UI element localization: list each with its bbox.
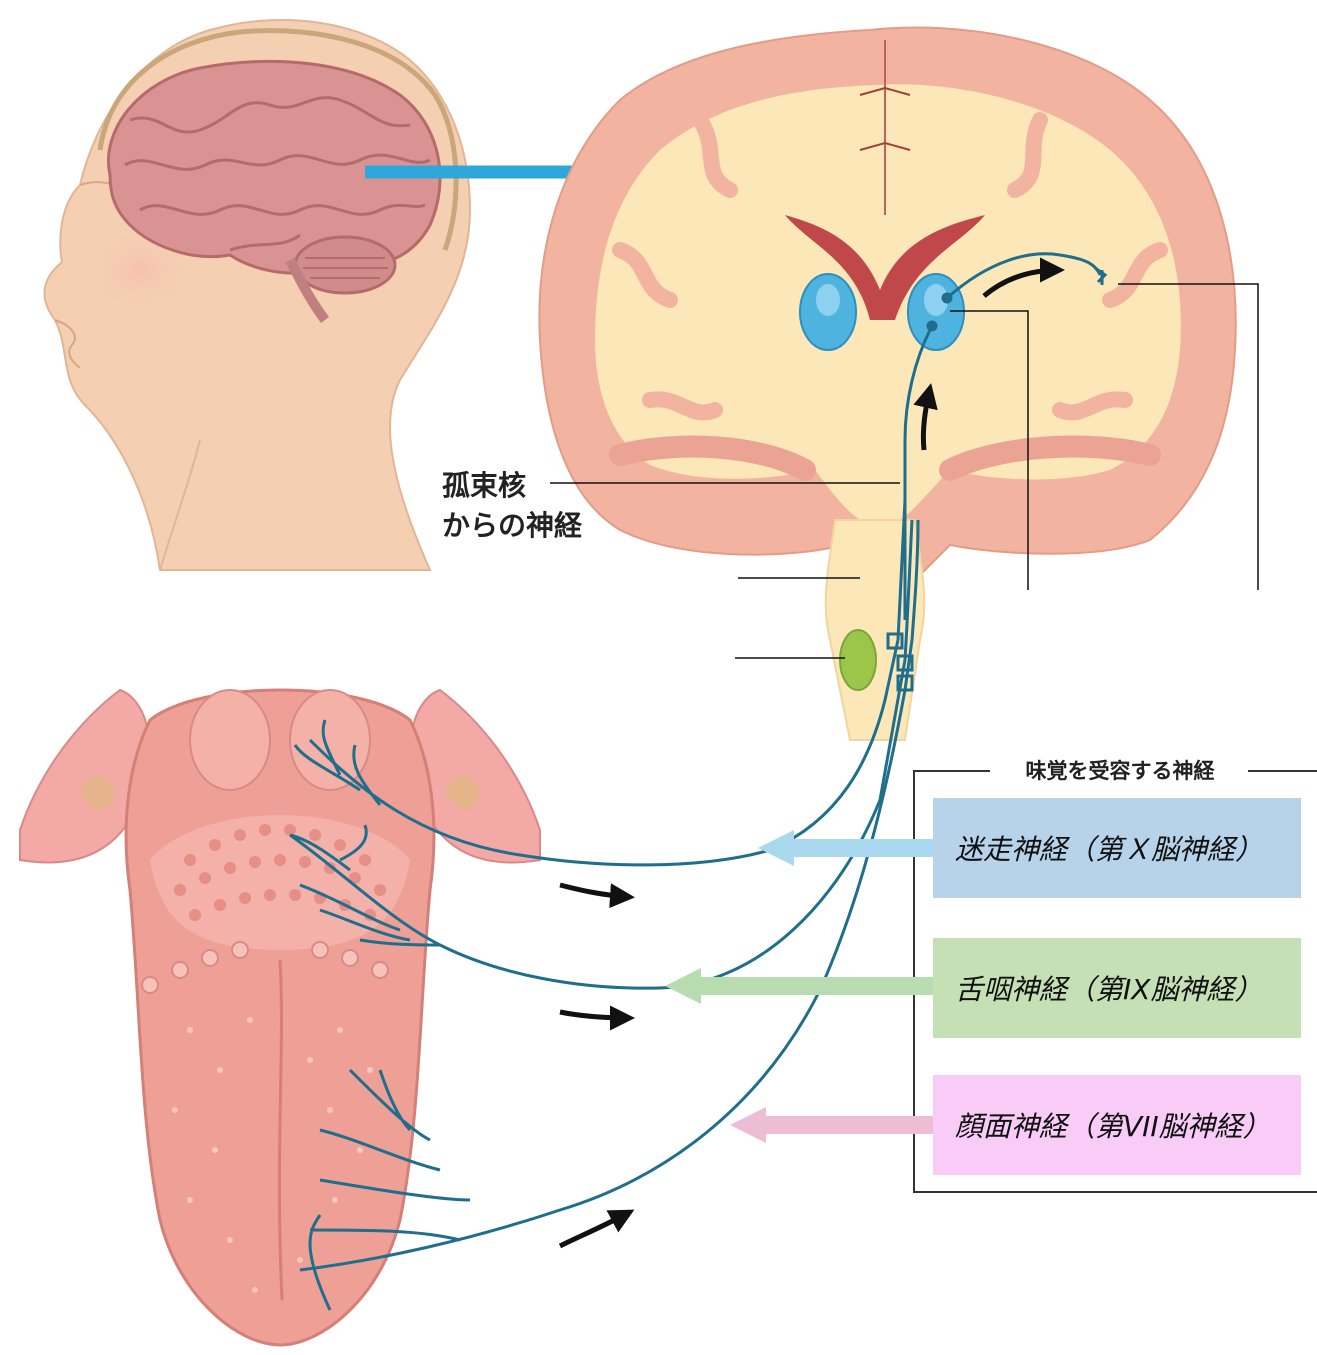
nerve-arrow-shaft [790,839,933,857]
tongue-flow-arrows [560,885,630,1246]
nerve-group: 味覚を受容する神経 迷走神経（第Ｘ脳神経） 舌咽神経（第IX脳神経） 顔面神経（第V… [665,759,1317,1192]
nerve-row: 顔面神経（第VII脳神経） [730,1075,1301,1175]
nerve-row: 迷走神経（第Ｘ脳神経） [758,798,1301,898]
nerve-label: 顔面神経（第VII脳神経） [955,1110,1271,1143]
nerve-row: 舌咽神経（第IX脳神経） [665,938,1301,1038]
nerve-arrow-head [730,1107,766,1143]
nerve-arrow-head [758,830,794,866]
tongue-icon [20,690,540,1345]
nerve-label: 迷走神経（第Ｘ脳神経） [955,833,1263,866]
nerve-arrow-head [665,968,701,1004]
nucleus-label-line2: からの神経 [442,509,583,542]
nerve-label: 舌咽神経（第IX脳神経） [955,973,1262,1006]
head-icon [45,20,470,570]
nerve-arrow-shaft [762,1116,933,1134]
group-title: 味覚を受容する神経 [1026,759,1216,783]
nucleus-label-line1: 孤束核 [442,469,526,502]
nerve-arrow-shaft [697,977,933,995]
